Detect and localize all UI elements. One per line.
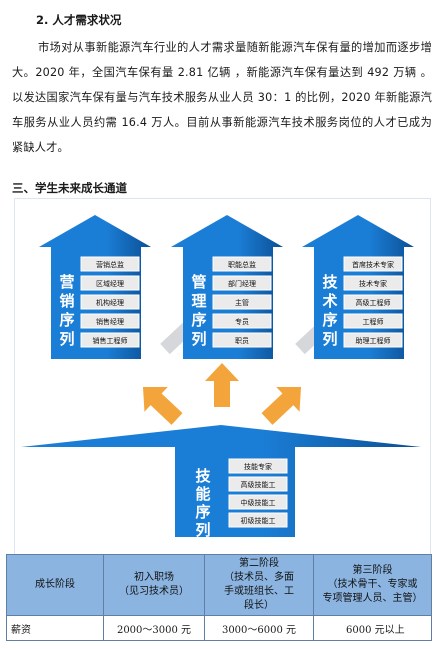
salary-entry: 2000～3000 元 bbox=[103, 615, 205, 641]
header-stage: 成长阶段 bbox=[6, 554, 104, 616]
marketing-path-title-char: 营 bbox=[59, 273, 74, 291]
technical-role-box bbox=[343, 313, 403, 329]
salary-stage-two: 3000～6000 元 bbox=[204, 615, 314, 641]
technical-path-title-char: 列 bbox=[322, 330, 337, 348]
management-role-label: 职员 bbox=[235, 337, 249, 345]
salary-stage-three: 6000 元以上 bbox=[313, 615, 432, 641]
marketing-role-box bbox=[80, 294, 140, 310]
orange-arrow-to-marketing bbox=[143, 386, 183, 425]
management-path-title-char: 序 bbox=[191, 311, 206, 329]
header-stage-three-text: 第三阶段 （技术骨干、专家或 专项管理人员、主管） bbox=[322, 565, 423, 604]
technical-role-label: 高级工程师 bbox=[356, 298, 391, 307]
marketing-role-label: 销售工程师 bbox=[93, 336, 128, 345]
skills-role-label: 高级技能工 bbox=[241, 480, 276, 489]
marketing-role-label: 机构经理 bbox=[96, 298, 124, 307]
management-role-box bbox=[212, 332, 272, 348]
skills-role-box bbox=[228, 458, 288, 474]
management-role-box bbox=[212, 256, 272, 272]
marketing-role-label: 区域经理 bbox=[96, 279, 124, 288]
header-entry-text: 初入职场 （见习技术员） bbox=[119, 572, 189, 597]
management-role-box bbox=[212, 294, 272, 310]
table-header-row: 成长阶段 初入职场 （见习技术员） 第二阶段 （技术员、多面 手或班组长、工 段… bbox=[6, 554, 432, 616]
marketing-role-box bbox=[80, 332, 140, 348]
marketing-role-box bbox=[80, 256, 140, 272]
arrow-skills-path bbox=[21, 425, 421, 537]
technical-role-label: 工程师 bbox=[363, 317, 384, 326]
management-role-box bbox=[212, 275, 272, 291]
technical-role-label: 助理工程师 bbox=[356, 336, 391, 345]
management-role-label: 主管 bbox=[235, 298, 249, 307]
management-role-box bbox=[212, 313, 272, 329]
orange-arrow-to-management bbox=[205, 363, 239, 407]
technical-role-box bbox=[343, 294, 403, 310]
header-stage-text: 成长阶段 bbox=[35, 579, 75, 590]
table-row: 薪资 2000～3000 元 3000～6000 元 6000 元以上 bbox=[6, 615, 432, 641]
technical-role-box bbox=[343, 332, 403, 348]
management-path-title-char: 列 bbox=[191, 330, 206, 348]
career-path-diagram: 营销序列营销总监区域经理机构经理销售经理销售工程师管理序列职能总监部门经理主管专… bbox=[14, 198, 431, 555]
skills-path-title-char: 技 bbox=[195, 467, 211, 485]
orange-arrow-to-technical bbox=[261, 386, 301, 425]
growth-stage-table: 成长阶段 初入职场 （见习技术员） 第二阶段 （技术员、多面 手或班组长、工 段… bbox=[6, 554, 432, 641]
technical-role-label: 首席技术专家 bbox=[352, 260, 394, 269]
skills-path-title-char: 列 bbox=[195, 521, 210, 539]
technical-role-box bbox=[343, 256, 403, 272]
skills-role-label: 技能专家 bbox=[244, 462, 272, 471]
management-path-title-char: 管 bbox=[191, 273, 206, 291]
management-role-label: 部门经理 bbox=[228, 279, 256, 288]
section-heading-talent-demand: 2. 人才需求状况 bbox=[36, 13, 122, 27]
marketing-role-label: 营销总监 bbox=[96, 260, 124, 269]
skills-role-box bbox=[228, 512, 288, 528]
marketing-role-box bbox=[80, 313, 140, 329]
marketing-path-title-char: 列 bbox=[59, 330, 74, 348]
section-heading-career-path: 三、学生未来成长通道 bbox=[12, 181, 127, 195]
header-stage-three: 第三阶段 （技术骨干、专家或 专项管理人员、主管） bbox=[313, 554, 432, 616]
header-entry: 初入职场 （见习技术员） bbox=[103, 554, 205, 616]
management-role-label: 专员 bbox=[235, 317, 249, 326]
marketing-path-title-char: 销 bbox=[59, 292, 74, 310]
header-stage-two-text: 第二阶段 （技术员、多面 手或班组长、工 段长） bbox=[224, 558, 294, 611]
skills-role-label: 初级技能工 bbox=[241, 516, 276, 525]
talent-demand-paragraph: 市场对从事新能源汽车行业的人才需求量随新能源汽车保有量的增加而逐步增大。2020… bbox=[12, 41, 432, 154]
management-role-label: 职能总监 bbox=[228, 260, 256, 269]
skills-role-box bbox=[228, 494, 288, 510]
technical-path-title-char: 序 bbox=[322, 311, 337, 329]
career-path-svg: 营销序列营销总监区域经理机构经理销售经理销售工程师管理序列职能总监部门经理主管专… bbox=[21, 215, 421, 539]
skills-role-label: 中级技能工 bbox=[241, 498, 276, 507]
technical-path-title-char: 术 bbox=[322, 292, 337, 310]
marketing-role-label: 销售经理 bbox=[96, 317, 124, 326]
skills-role-box bbox=[228, 476, 288, 492]
technical-path-title-char: 技 bbox=[322, 273, 338, 291]
marketing-role-box bbox=[80, 275, 140, 291]
technical-role-box bbox=[343, 275, 403, 291]
row-label-salary: 薪资 bbox=[6, 615, 104, 641]
skills-path-title-char: 序 bbox=[195, 503, 210, 521]
marketing-path-title-char: 序 bbox=[59, 311, 74, 329]
technical-role-label: 技术专家 bbox=[359, 279, 387, 288]
header-stage-two: 第二阶段 （技术员、多面 手或班组长、工 段长） bbox=[204, 554, 314, 616]
management-path-title-char: 理 bbox=[191, 292, 206, 310]
skills-path-title-char: 能 bbox=[195, 485, 210, 503]
